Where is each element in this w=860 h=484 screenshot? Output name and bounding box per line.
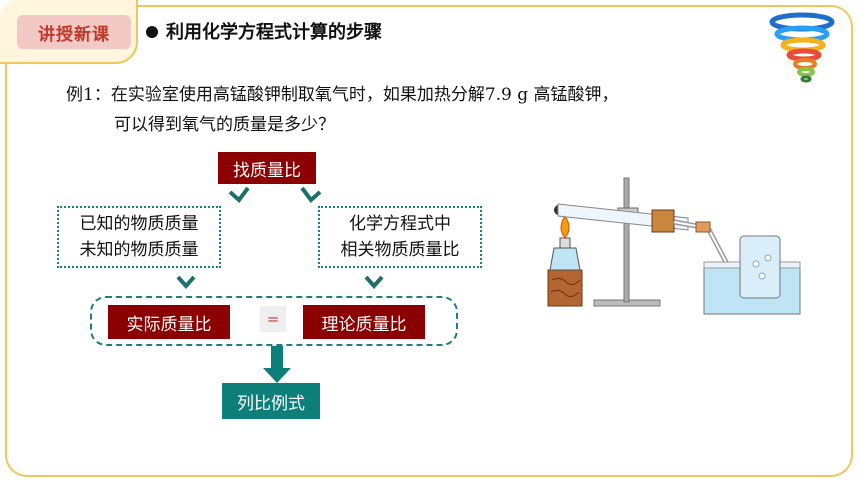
spiral-logo-icon	[769, 12, 835, 83]
actual-ratio-box: 实际质量比	[108, 305, 230, 339]
chevron-down-right-icon	[300, 186, 322, 203]
equation-ratio-box: 化学方程式中 相关物质质量比	[318, 206, 482, 268]
section-tab-label: 讲授新课	[17, 15, 131, 49]
chevron-down-left-icon	[228, 186, 250, 203]
unknown-mass-label: 未知的物质质量	[79, 240, 199, 260]
slide-frame	[5, 5, 853, 477]
chevron-down-icon	[176, 275, 196, 290]
known-mass-label: 已知的物质质量	[79, 214, 199, 234]
arrow-down-icon	[263, 346, 291, 383]
equation-label: 化学方程式中	[349, 214, 451, 234]
problem-line-1: 例1：在实验室使用高锰酸钾制取氧气时，如果加热分解7.9 g 高锰酸钾，	[66, 85, 619, 105]
equals-sign: =	[260, 306, 286, 332]
slide-heading: 利用化学方程式计算的步骤	[166, 22, 382, 43]
write-proportion-box: 列比例式	[222, 383, 320, 419]
bullet-dot	[146, 26, 158, 38]
problem-line-2: 可以得到氧气的质量是多少？	[114, 115, 335, 135]
related-ratio-label: 相关物质质量比	[340, 240, 460, 260]
oxygen-apparatus-illustration	[547, 177, 801, 315]
theoretical-ratio-box: 理论质量比	[303, 305, 425, 339]
known-unknown-mass-box: 已知的物质质量 未知的物质质量	[57, 206, 221, 268]
find-mass-ratio-box: 找质量比	[218, 152, 316, 184]
section-tab: 讲授新课	[0, 0, 138, 64]
problem-text: 例1：在实验室使用高锰酸钾制取氧气时，如果加热分解7.9 g 高锰酸钾， 可以得…	[66, 80, 619, 140]
chevron-down-icon	[364, 275, 384, 290]
ratio-equation-group	[90, 296, 458, 346]
